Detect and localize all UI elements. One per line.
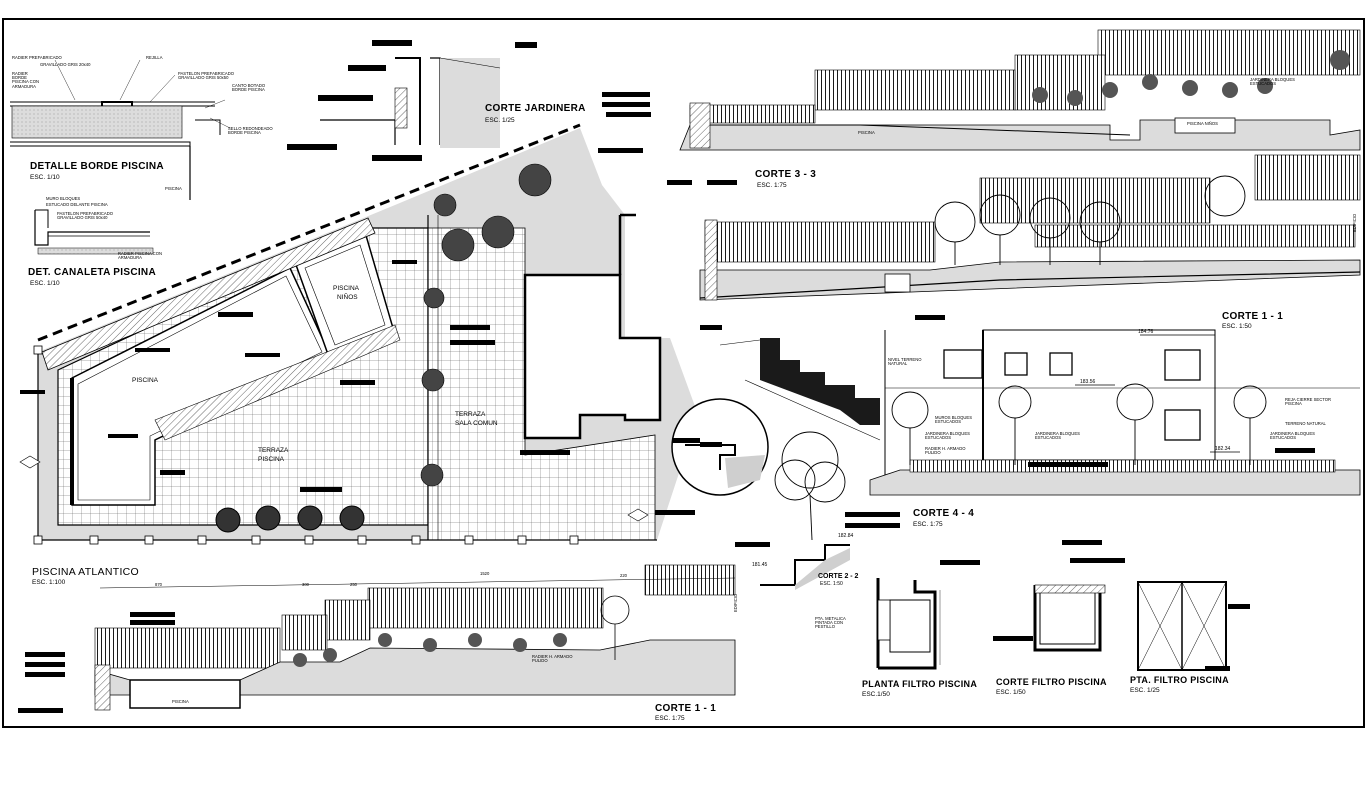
label-radier-bottom: RADIER H. ARMADO PULIDO	[532, 654, 573, 664]
title-corte-4-4: CORTE 4 - 4	[913, 508, 975, 519]
title-corte-1-1-bottom: CORTE 1 - 1	[655, 703, 717, 714]
label-jardinera-1: JARDINERA BLOQUES ESTUCADOS	[925, 431, 970, 441]
det-canaleta-drawing	[34, 209, 154, 255]
label-piscina: PISCINA	[132, 377, 159, 384]
label-radier-pulido: RADIER H. ARMADO PULIDO	[925, 446, 966, 456]
label-pastelon: PASTELON PREFABRICADO GRAVILLADO GRIS 50…	[178, 71, 235, 81]
label-jardinera-3: JARDINERA BLOQUES ESTUCADOS	[1270, 431, 1315, 441]
title-detalle-borde: DETALLE BORDE PISCINA	[30, 161, 164, 172]
scale-corte-filtro: ESC. 1/50	[996, 689, 1026, 696]
building-footprint	[523, 273, 662, 440]
label-radier-armadura: RADIER PISCINA CON ARMADURA	[118, 251, 162, 261]
dimension-d1: 184.76	[1138, 329, 1154, 335]
label-pastelon-2: PASTELON PREFABRICADO GRAVILLADO GRIS 50…	[57, 211, 114, 221]
title-corte-3-3: CORTE 3 - 3	[755, 169, 817, 180]
title-piscina-atlantico: PISCINA ATLANTICO	[32, 566, 140, 578]
label-terraza-piscina-2: PISCINA	[258, 456, 285, 463]
scale-corte-1-1-bottom: ESC. 1:75	[655, 715, 685, 722]
detail-callout-circle	[671, 398, 769, 496]
label-pta-metalica: PTA. METALICA PINTADA CON PESTILLO	[815, 616, 846, 630]
dimension-bd3: 300	[302, 582, 309, 587]
scale-det-canaleta: ESC. 1/10	[30, 280, 60, 287]
label-edificio-2: EDIFICIO	[1352, 213, 1357, 232]
scale-piscina-atlantico: ESC. 1:100	[32, 579, 66, 586]
label-edificio: EDIFICIO	[733, 593, 738, 612]
label-terraza-piscina-1: TERRAZA	[258, 447, 289, 454]
title-planta-filtro: PLANTA FILTRO PISCINA	[862, 679, 978, 689]
label-canto: CANTO BOTADO BORDE PISCINA	[232, 83, 266, 93]
label-piscina-corte33: PISCINA	[858, 130, 875, 135]
detalle-borde-piscina-drawing	[10, 59, 231, 200]
tree-elevation	[774, 431, 846, 541]
label-piscina-ninos-1: PISCINA	[333, 285, 360, 292]
site-plan	[19, 123, 700, 545]
corte-filtro-drawing	[993, 540, 1125, 652]
label-gravillado-1: GRAVILLADO GRIS 20x40	[40, 62, 91, 67]
dimension-d3: 182.34	[1215, 446, 1231, 452]
label-terraza-sala-1: TERRAZA	[455, 411, 486, 418]
dimension-d2: 183.56	[1080, 379, 1096, 385]
label-piscina-det: PISCINA	[165, 186, 182, 191]
scale-corte-4-4: ESC. 1:75	[913, 521, 943, 528]
label-muro-bloques-det: MURO BLOQUES	[46, 196, 81, 201]
dimension-bd4: 250	[350, 582, 357, 587]
scale-detalle-borde: ESC. 1/10	[30, 174, 60, 181]
dimension-bd5: 220	[620, 573, 627, 578]
label-estucado: ESTUCADO DELANTE PISCINA	[46, 202, 108, 207]
label-radier-prefabricado: RADIER PREFABRICADO	[12, 55, 62, 60]
label-piscina-ninos-corte33: PISCINA NIÑOS	[1187, 121, 1218, 126]
label-piscina-bottom: PISCINA	[172, 699, 189, 704]
corte-3-3-drawing	[598, 29, 1361, 185]
sheet-border	[2, 18, 1365, 728]
dimension-bd1: 870	[155, 582, 162, 587]
title-pta-filtro: PTA. FILTRO PISCINA	[1130, 675, 1229, 685]
scale-pta-filtro: ESC. 1/25	[1130, 687, 1160, 694]
title-corte-filtro: CORTE FILTRO PISCINA	[996, 677, 1107, 687]
pta-filtro-drawing	[1137, 581, 1250, 671]
corte-2-2-drawing	[735, 512, 900, 590]
label-jardinera-corte33: JARDINERA BLOQUES ESTUCADOS	[1250, 77, 1295, 87]
label-nivel-terreno: NIVEL TERRENO NATURAL	[888, 357, 922, 367]
title-corte-jardinera: CORTE JARDINERA	[485, 103, 586, 114]
title-det-canaleta: DET. CANALETA PISCINA	[28, 267, 156, 278]
title-corte-2-2: CORTE 2 - 2	[818, 573, 859, 580]
dimension-d5: 181.45	[752, 562, 768, 568]
label-muro-bloques: MUROS BLOQUES ESTUCADOS	[935, 415, 972, 425]
label-piscina-ninos-2: NIÑOS	[337, 294, 358, 301]
label-sello: SELLO REDONDEADO BORDE PISCINA	[228, 126, 273, 136]
label-radier-borde: RADIER BORDE PISCINA CON ARMADURA	[12, 71, 39, 89]
dimension-d4: 182.84	[838, 533, 854, 539]
label-terraza-sala-2: SALA COMUN	[455, 420, 498, 427]
scale-corte-1-1-right: ESC. 1:50	[1222, 323, 1252, 330]
scale-corte-2-2: ESC. 1:50	[820, 581, 843, 587]
corte-jardinera-drawing	[287, 40, 537, 161]
corte-1-1-right-drawing	[719, 329, 1361, 496]
title-corte-1-1-right: CORTE 1 - 1	[1222, 311, 1284, 322]
label-reja-cierre: REJA CIERRE SECTOR PISCINA	[1285, 397, 1331, 407]
corte-4-4-drawing	[699, 154, 1361, 330]
property-line	[37, 123, 581, 342]
scale-corte-jardinera: ESC. 1/25	[485, 117, 515, 124]
label-rejilla: REJILLA	[146, 55, 163, 60]
dimension-bd2: 1520	[480, 571, 490, 576]
scale-planta-filtro: ESC.1/50	[862, 691, 890, 698]
corte-1-1-bottom-drawing	[18, 564, 736, 713]
planta-filtro-drawing	[876, 560, 980, 670]
label-terreno-natural-r: TERRENO NATURAL	[1285, 421, 1326, 426]
scale-corte-3-3: ESC. 1:75	[757, 182, 787, 189]
label-jardinera-2: JARDINERA BLOQUES ESTUCADOS	[1035, 431, 1080, 441]
